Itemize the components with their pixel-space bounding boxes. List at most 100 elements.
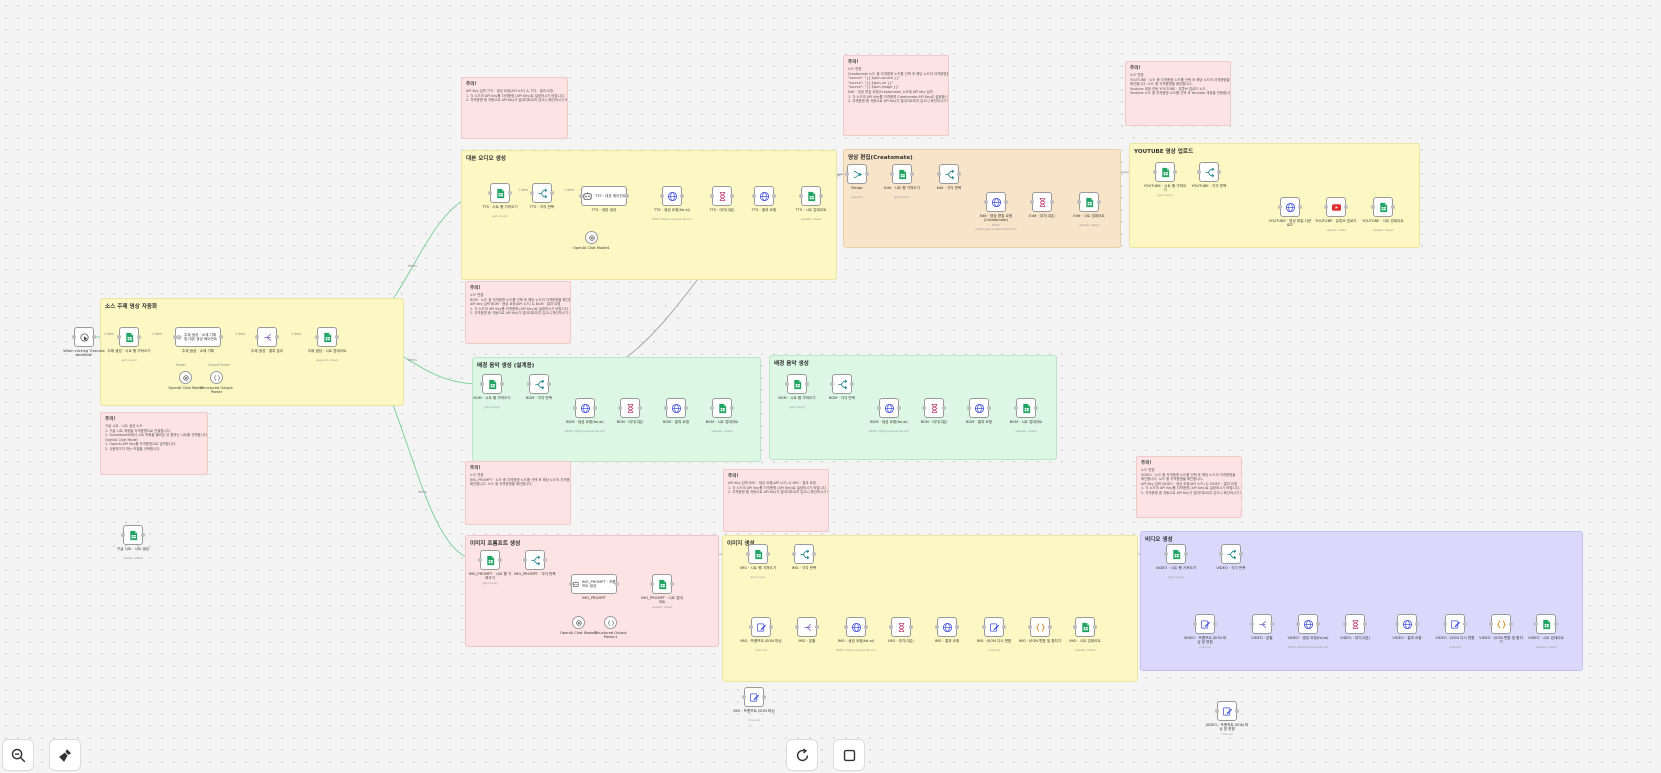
output-port[interactable] [498, 558, 502, 562]
output-port[interactable] [812, 552, 816, 556]
output-port[interactable] [730, 406, 734, 410]
input-port[interactable] [799, 194, 803, 198]
input-port[interactable] [660, 194, 664, 198]
output-port[interactable] [987, 406, 991, 410]
node-v-wait[interactable] [1345, 614, 1365, 634]
output-port[interactable] [1048, 625, 1052, 629]
sticky-note[interactable]: 주의!API Key 입력 TTS · 생성 요청(API 노드) & TTS … [461, 77, 568, 139]
input-port[interactable] [1278, 205, 1282, 209]
output-port[interactable] [1554, 622, 1558, 626]
input-port[interactable] [746, 552, 750, 556]
output-port[interactable] [547, 382, 551, 386]
group-g-edit[interactable]: 영상 편집(Creatomate) [843, 149, 1121, 248]
node-bgm1-wait[interactable] [620, 398, 640, 418]
input-port[interactable] [792, 552, 796, 556]
input-port[interactable] [795, 625, 799, 629]
input-port[interactable] [710, 194, 714, 198]
zoom-out-button[interactable] [2, 739, 34, 771]
output-port[interactable] [1034, 406, 1038, 410]
node-img-code[interactable] [1030, 617, 1050, 637]
node-bgm2-res[interactable] [969, 398, 989, 418]
output-port[interactable] [1509, 622, 1513, 626]
node-ip-get[interactable] [480, 550, 500, 570]
node-img-split[interactable] [797, 617, 817, 637]
output-port[interactable] [219, 335, 223, 339]
node-trigger[interactable] [74, 327, 94, 347]
node-float-v[interactable] [1217, 701, 1237, 721]
output-port[interactable] [543, 558, 547, 562]
node-v-code[interactable] [1491, 614, 1511, 634]
input-port[interactable] [935, 625, 939, 629]
node-bgm1-res[interactable] [666, 398, 686, 418]
node-bgm2-upd[interactable] [1016, 398, 1036, 418]
input-port[interactable] [984, 200, 988, 204]
output-port[interactable] [275, 335, 279, 339]
output-port[interactable] [1213, 622, 1217, 626]
group-g-source[interactable]: 소스 주제 영상 자동화 [100, 298, 404, 406]
node-img-get[interactable] [748, 544, 768, 564]
input-port[interactable] [530, 191, 534, 195]
node-tts-llm[interactable]: TTS · 대본 에이전트 [581, 186, 627, 206]
input-port[interactable] [527, 382, 531, 386]
node-img-json[interactable] [751, 617, 771, 637]
node-ip-model[interactable] [572, 616, 585, 629]
input-port[interactable] [1073, 625, 1077, 629]
output-port[interactable] [730, 194, 734, 198]
output-port[interactable] [1173, 170, 1177, 174]
input-port[interactable] [650, 582, 654, 586]
output-port[interactable] [684, 406, 688, 410]
output-port[interactable] [766, 552, 770, 556]
output-port[interactable] [850, 382, 854, 386]
node-ip-upd[interactable] [652, 574, 672, 594]
output-port[interactable] [1415, 622, 1419, 626]
input-port[interactable] [890, 172, 894, 176]
node-yt-upd[interactable] [1373, 197, 1393, 217]
input-port[interactable] [1296, 622, 1300, 626]
stop-button[interactable] [833, 739, 865, 771]
output-port[interactable] [819, 194, 823, 198]
input-port[interactable] [569, 582, 573, 586]
input-port[interactable] [1371, 205, 1375, 209]
output-port[interactable] [864, 625, 868, 629]
input-port[interactable] [255, 335, 259, 339]
reset-button[interactable] [786, 739, 818, 771]
node-img-res[interactable] [937, 617, 957, 637]
node-bgm2-req[interactable] [879, 398, 899, 418]
node-ip-loop[interactable] [525, 550, 545, 570]
node-v-split[interactable] [1252, 614, 1272, 634]
node-bgm2-wait[interactable] [924, 398, 944, 418]
output-port[interactable] [1270, 622, 1274, 626]
input-port[interactable] [1077, 200, 1081, 204]
input-port[interactable] [1395, 622, 1399, 626]
node-tts-res[interactable] [754, 186, 774, 206]
node-float-img[interactable] [744, 687, 764, 707]
input-port[interactable] [664, 406, 668, 410]
output-port[interactable] [335, 335, 339, 339]
input-port[interactable] [72, 335, 76, 339]
input-port[interactable] [315, 335, 319, 339]
node-v-arr[interactable] [1445, 614, 1465, 634]
node-edit-get[interactable] [892, 164, 912, 184]
output-port[interactable] [769, 625, 773, 629]
node-yt-get[interactable] [1155, 162, 1175, 182]
node-img-arr[interactable] [984, 617, 1004, 637]
output-port[interactable] [1239, 552, 1243, 556]
input-port[interactable] [1489, 622, 1493, 626]
node-v-json[interactable] [1195, 614, 1215, 634]
input-port[interactable] [922, 406, 926, 410]
output-port[interactable] [762, 695, 766, 699]
node-ip-parser[interactable] [604, 616, 617, 629]
output-port[interactable] [1235, 709, 1239, 713]
input-port[interactable] [1324, 205, 1328, 209]
input-port[interactable] [1443, 622, 1447, 626]
node-v-res[interactable] [1397, 614, 1417, 634]
input-port[interactable] [573, 406, 577, 410]
output-port[interactable] [680, 194, 684, 198]
output-port[interactable] [805, 382, 809, 386]
node-v-loop[interactable] [1221, 544, 1241, 564]
node-src-model[interactable] [179, 371, 192, 384]
input-port[interactable] [982, 625, 986, 629]
